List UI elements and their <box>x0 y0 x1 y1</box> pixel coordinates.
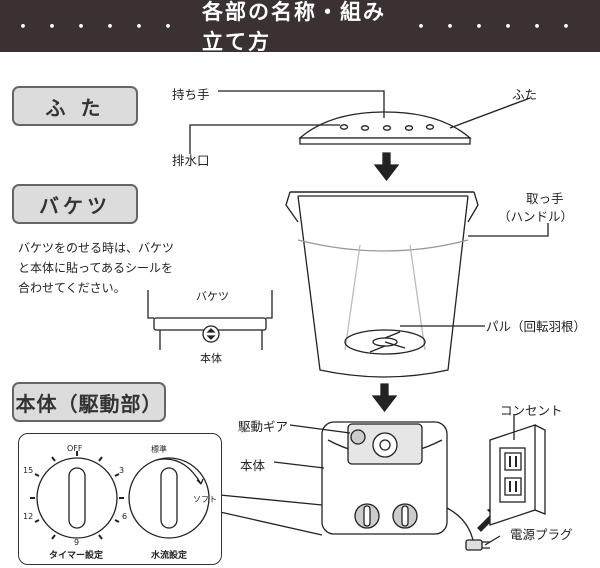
main-body-drawing <box>321 421 475 546</box>
sticker-label-body: 本体 <box>200 352 222 365</box>
timer-3-label: 3 <box>119 466 125 475</box>
section-tab-bucket: バケツ <box>12 184 138 224</box>
lid-drawing <box>298 111 472 145</box>
wall-outlet-drawing <box>489 414 546 526</box>
label-outlet: コンセント <box>500 403 563 418</box>
dial-panel: OFF 3 6 9 12 15 タイマー設定 標準 ソフト 水流設定 <box>18 433 222 565</box>
bucket-note-line3: 合わせてください。 <box>18 281 126 295</box>
bucket-drawing <box>285 191 479 378</box>
bucket-note-line1: バケツをのせる時は、バケツ <box>18 241 175 255</box>
timer-6-label: 6 <box>122 512 128 521</box>
timer-12-label: 12 <box>23 512 34 521</box>
page-title: 各部の名称・組み立て方 <box>202 0 386 54</box>
label-power-plug: 電源プラグ <box>510 527 573 542</box>
flow-dial-name: 水流設定 <box>151 551 188 561</box>
power-plug-drawing <box>465 535 501 551</box>
label-lid: ふた <box>512 87 538 102</box>
sticker-inset <box>147 290 273 350</box>
label-drive-gear: 駆動ギア <box>238 419 289 434</box>
section-tab-lid: ふ た <box>12 86 138 126</box>
label-drain-hole: 排水口 <box>172 153 210 168</box>
header-dots-left: ・・・・・・ <box>14 17 188 38</box>
flow-standard-label: 標準 <box>151 445 167 454</box>
bucket-note-line2: と本体に貼ってあるシールを <box>18 261 174 275</box>
header-dots-right: ・・・・・・ <box>412 17 586 38</box>
timer-off-label: OFF <box>67 444 83 453</box>
label-pulsator: パル（回転羽根） <box>486 319 587 334</box>
section-tab-body: 本体（駆動部） <box>12 382 166 422</box>
page-header: ・・・・・・ 各部の名称・組み立て方 ・・・・・・ <box>0 0 600 54</box>
sticker-label-bucket: バケツ <box>196 290 229 303</box>
timer-15-label: 15 <box>23 466 34 475</box>
label-handle-line2: （ハンドル） <box>498 209 574 224</box>
label-handle-grip: 持ち手 <box>172 87 210 102</box>
flow-soft-label: ソフト <box>193 495 217 504</box>
label-main-body: 本体 <box>240 458 266 473</box>
label-handle-line1: 取っ手 <box>526 191 564 206</box>
timer-dial-name: タイマー設定 <box>49 551 104 561</box>
dials-drawing <box>30 451 210 540</box>
timer-9-label: 9 <box>74 538 80 547</box>
bucket-note: バケツをのせる時は、バケツ と本体に貼ってあるシールを 合わせてください。 <box>18 238 174 298</box>
